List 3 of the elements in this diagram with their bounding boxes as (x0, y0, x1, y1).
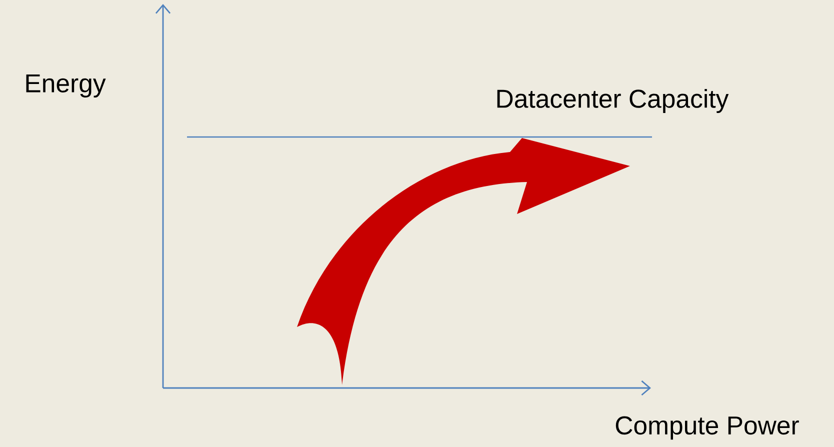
axis-label: Datacenter Capacity (497, 88, 729, 113)
axis-label: Compute Power (616, 416, 799, 440)
axis-label: Energy (26, 74, 106, 98)
